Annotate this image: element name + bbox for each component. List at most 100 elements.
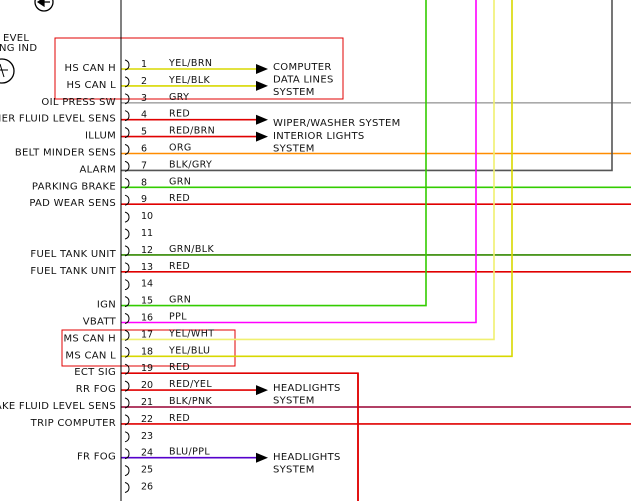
pin-function-label: HS CAN H bbox=[65, 63, 116, 74]
wire-color-code: BLK/GRY bbox=[169, 159, 212, 170]
pin-number: 9 bbox=[141, 194, 147, 205]
system-label-computer-data-lines: COMPUTER bbox=[273, 62, 332, 73]
pin-function-label: HER FLUID LEVEL SENS bbox=[0, 114, 116, 125]
pin-bracket bbox=[124, 296, 130, 308]
pin-function-label: PARKING BRAKE bbox=[32, 181, 116, 192]
pin-number: 3 bbox=[141, 93, 147, 104]
system-label-computer-data-lines: SYSTEM bbox=[273, 87, 315, 98]
pin-number: 23 bbox=[141, 431, 153, 442]
pin-bracket bbox=[124, 177, 130, 189]
pin-number: 2 bbox=[141, 76, 147, 87]
pin-number: 16 bbox=[141, 313, 153, 324]
pin-bracket bbox=[124, 211, 130, 223]
pin-bracket bbox=[124, 110, 130, 122]
arrow-icon bbox=[256, 131, 268, 142]
wires bbox=[121, 0, 631, 501]
header-label: EVEL bbox=[3, 33, 29, 44]
wire-color-code: BLK/PNK bbox=[169, 396, 212, 407]
ms-can-highlight-box bbox=[61, 329, 236, 367]
pin-bracket bbox=[124, 245, 130, 257]
pin-number: 10 bbox=[141, 211, 153, 222]
wire-pin-16 bbox=[121, 0, 477, 324]
pin-number: 22 bbox=[141, 414, 153, 425]
pin-bracket bbox=[124, 279, 130, 291]
pin-function-label: RR FOG bbox=[76, 384, 116, 395]
pin-number: 18 bbox=[141, 346, 153, 357]
pin-number: 25 bbox=[141, 465, 153, 476]
pin-number: 6 bbox=[141, 144, 147, 155]
wire-pin-7 bbox=[121, 0, 613, 172]
system-label-headlights-1: HEADLIGHTS bbox=[273, 383, 341, 394]
pin-number: 8 bbox=[141, 177, 147, 188]
wire-color-code: GRN/BLK bbox=[169, 244, 214, 255]
pin-number: 24 bbox=[141, 448, 153, 459]
wire-color-code: YEL/BLU bbox=[168, 345, 210, 356]
pin-function-label: OIL PRESS SW bbox=[41, 97, 116, 108]
pin-bracket bbox=[124, 313, 130, 324]
pin-bracket bbox=[124, 363, 130, 375]
connector-structure bbox=[0, 0, 130, 501]
pin-number: 14 bbox=[141, 279, 153, 290]
system-label-headlights-2: SYSTEM bbox=[273, 465, 315, 476]
pin-number: 19 bbox=[141, 363, 153, 374]
pin-number: 4 bbox=[141, 110, 147, 121]
pin-function-label: FR FOG bbox=[77, 452, 116, 463]
pin-bracket bbox=[124, 228, 130, 240]
gauge-symbol-icon bbox=[0, 58, 15, 84]
pin-function-label: ILLUM bbox=[85, 131, 116, 142]
wire-color-code: RED bbox=[169, 109, 190, 120]
pin-number: 12 bbox=[141, 245, 153, 256]
pin-function-label: FUEL TANK UNIT bbox=[30, 249, 116, 260]
pin-function-label: AKE FLUID LEVEL SENS bbox=[0, 401, 116, 412]
pin-bracket bbox=[124, 397, 130, 409]
wire-color-code: RED bbox=[169, 362, 190, 373]
pin-number: 5 bbox=[141, 127, 147, 138]
wire-pin-18 bbox=[121, 0, 513, 358]
pin-function-label: TRIP COMPUTER bbox=[30, 418, 116, 429]
arrow-icon bbox=[256, 114, 268, 125]
wire-pin-15 bbox=[121, 0, 427, 307]
pin-bracket bbox=[124, 414, 130, 426]
gauge-needle-icon bbox=[0, 63, 8, 78]
pin-function-label: PAD WEAR SENS bbox=[29, 198, 116, 209]
system-label-interior-lights: INTERIOR LIGHTS bbox=[273, 131, 365, 142]
system-label-computer-data-lines: DATA LINES bbox=[273, 75, 334, 86]
pin-function-label: VBATT bbox=[83, 317, 117, 328]
pin-number: 26 bbox=[141, 482, 153, 493]
arrow-icon bbox=[256, 80, 268, 91]
pin-bracket bbox=[124, 59, 130, 71]
pin-bracket bbox=[124, 160, 130, 172]
diode-icon bbox=[36, 0, 50, 8]
arrow-icon bbox=[256, 452, 268, 463]
pin-function-label: BELT MINDER SENS bbox=[15, 148, 116, 159]
arrow-icon bbox=[256, 64, 268, 74]
arrow-icon bbox=[256, 385, 268, 396]
system-label-wiper-washer: WIPER/WASHER SYSTEM bbox=[273, 118, 401, 129]
pin-function-label: ECT SIG bbox=[74, 367, 116, 378]
pin-bracket bbox=[124, 76, 130, 88]
pin-bracket bbox=[124, 482, 130, 493]
pin-function-label: MS CAN H bbox=[63, 333, 116, 344]
pin-function-label: HS CAN L bbox=[67, 80, 117, 91]
pin-number: 7 bbox=[141, 160, 147, 171]
pin-number: 11 bbox=[141, 228, 153, 239]
pin-function-label: ALARM bbox=[79, 164, 116, 175]
system-label-interior-lights: SYSTEM bbox=[273, 144, 315, 155]
wire-color-code: RED bbox=[169, 413, 190, 424]
pin-bracket bbox=[124, 262, 130, 274]
pin-function-label: IGN bbox=[97, 300, 116, 311]
pin-bracket bbox=[124, 93, 130, 105]
pin-number: 13 bbox=[141, 262, 153, 273]
wire-color-code: YEL/BLK bbox=[168, 75, 211, 86]
wire-color-code: YEL/WHT bbox=[168, 328, 214, 339]
pin-function-label: MS CAN L bbox=[65, 350, 116, 361]
system-label-headlights-2: HEADLIGHTS bbox=[273, 452, 341, 463]
wire-color-code: RED/YEL bbox=[169, 379, 212, 390]
pin-bracket bbox=[124, 346, 130, 358]
pin-number: 17 bbox=[141, 329, 153, 340]
pin-bracket bbox=[124, 194, 130, 206]
wire-color-code: PPL bbox=[169, 312, 187, 323]
wire-color-code: GRN bbox=[169, 176, 191, 187]
